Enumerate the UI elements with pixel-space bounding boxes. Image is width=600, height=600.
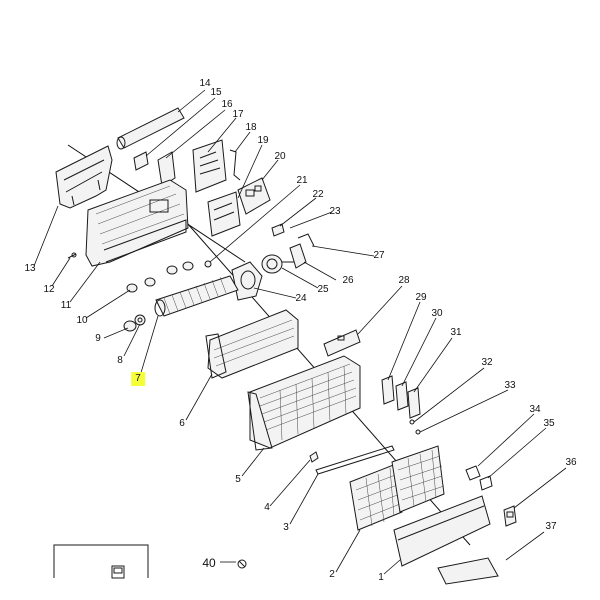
callout-3: 3 (283, 522, 289, 533)
callout-7: 7 (131, 372, 145, 386)
callout-5: 5 (235, 474, 241, 485)
part-26-stepper (289, 233, 315, 269)
callout-16: 16 (221, 99, 233, 110)
callout-2: 2 (329, 569, 335, 580)
callout-21: 21 (296, 175, 308, 186)
callout-14: 14 (199, 78, 211, 89)
callout-31: 31 (450, 327, 462, 338)
part-8-bearing (134, 314, 146, 326)
callout-30: 30 (431, 308, 443, 319)
part-12-screw (67, 252, 77, 259)
callout-18: 18 (245, 122, 257, 133)
part-20-pcb (237, 177, 271, 215)
part-19-electric-box (207, 191, 241, 237)
callout-34: 34 (529, 404, 541, 415)
part-31-flap (407, 387, 421, 419)
callout-33: 33 (504, 380, 516, 391)
part-32-pin (409, 419, 415, 425)
callout-22: 22 (312, 189, 324, 200)
callout-10: 10 (76, 315, 88, 326)
part-2-front-panel (393, 495, 491, 567)
callout-19: 19 (257, 135, 269, 146)
callout-9: 9 (95, 333, 101, 344)
part-5-front-frame (247, 355, 361, 451)
callout-17: 17 (232, 109, 244, 120)
part-15-bracket (133, 151, 149, 171)
part-7-crossflow-fan (154, 275, 239, 317)
part-16-bracket (157, 151, 176, 187)
part-4-clip (309, 451, 319, 463)
callout-40: 40 (202, 556, 216, 570)
callout-12: 12 (43, 284, 55, 295)
callout-23: 23 (329, 206, 341, 217)
leader-lines (33, 89, 567, 575)
part-9-bearing-seat (123, 320, 137, 332)
part-6-evaporator (205, 309, 299, 379)
part-30-flap (395, 381, 409, 411)
part-22-clip (271, 223, 285, 237)
callout-35: 35 (543, 418, 555, 429)
callout-32: 32 (481, 357, 493, 368)
callout-29: 29 (415, 292, 427, 303)
part-1-filter-left (349, 463, 403, 531)
inset-box (53, 544, 149, 579)
part-40-screw (237, 559, 247, 569)
part-34-holder (465, 465, 481, 481)
callout-36: 36 (565, 457, 577, 468)
part-35-bracket (479, 475, 493, 491)
part-28-display-board (323, 329, 361, 357)
callout-4: 4 (264, 502, 270, 513)
part-14-tube (116, 107, 185, 150)
part-33-pin (415, 429, 421, 435)
part-25-motor (261, 254, 298, 274)
part-37-tray (437, 557, 499, 585)
part-21-screw (204, 260, 212, 268)
callout-25: 25 (317, 284, 329, 295)
callout-1: 1 (378, 572, 384, 583)
callout-11: 11 (60, 300, 72, 311)
callout-24: 24 (295, 293, 307, 304)
part-36-remote (503, 505, 517, 527)
callout-15: 15 (210, 87, 222, 98)
callout-6: 6 (179, 418, 185, 429)
part-11-chassis (85, 179, 189, 267)
callout-27: 27 (373, 250, 385, 261)
callout-37: 37 (545, 521, 557, 532)
callout-26: 26 (342, 275, 354, 286)
part-10-motor-mounts (126, 261, 194, 293)
callout-20: 20 (274, 151, 286, 162)
part-1-filter-right (391, 445, 445, 513)
part-24-housing (231, 261, 263, 301)
part-13-mounting-plate (55, 145, 113, 209)
callout-8: 8 (117, 355, 123, 366)
part-18-clip (229, 149, 241, 181)
part-3-rod (315, 445, 395, 475)
part-17-control-box (192, 139, 227, 193)
part-29-flap (381, 375, 395, 405)
callout-13: 13 (24, 263, 36, 274)
callout-28: 28 (398, 275, 410, 286)
